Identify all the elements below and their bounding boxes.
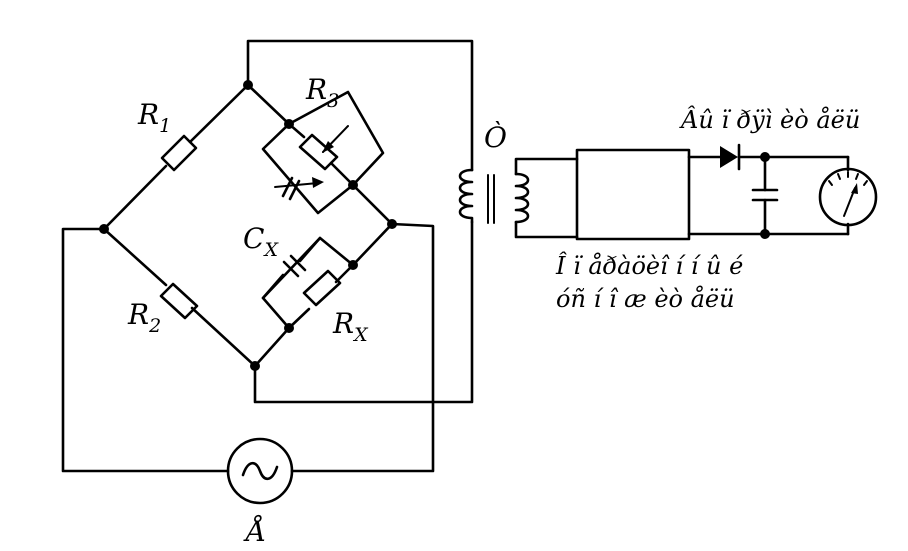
resistor-rx xyxy=(302,269,342,307)
wire-generator-right xyxy=(290,222,435,473)
sine-wave-icon xyxy=(241,461,279,481)
label-amplifier-line2: óñ í î æ èò åëü xyxy=(556,284,735,313)
capacitor-cx-plate-b xyxy=(289,254,307,272)
label-rectifier-meter: Âû ï ðÿì èò åëü xyxy=(679,105,860,134)
diode-icon xyxy=(720,146,738,168)
resistor-r3 xyxy=(298,133,339,171)
label-cx: CX xyxy=(243,222,279,261)
tuning-arrow-icon xyxy=(312,177,324,188)
capacitor-cx-plate-a xyxy=(282,260,300,278)
secondary-coil xyxy=(514,172,530,224)
wire-bottom xyxy=(253,220,474,404)
wire-generator-left xyxy=(61,227,230,473)
wire-top xyxy=(246,39,474,172)
label-r1: R1 xyxy=(137,98,171,137)
wire-sec-top xyxy=(514,157,579,176)
bridge-arm-r2 xyxy=(102,227,257,368)
resistor-r1 xyxy=(160,134,198,172)
label-amplifier-line1: Î ï åðàöèî í í û é xyxy=(555,251,743,280)
bridge-arm-r3 xyxy=(246,83,394,226)
ac-generator xyxy=(226,437,294,505)
label-r3: R3 xyxy=(305,73,339,112)
transformer xyxy=(458,168,530,224)
resistor-r2 xyxy=(159,282,199,320)
junction-dots xyxy=(99,80,770,371)
label-r2: R2 xyxy=(127,298,161,337)
wire-sec-bottom xyxy=(514,220,579,239)
capacitor-plate xyxy=(281,176,294,198)
amplifier-block xyxy=(575,148,691,241)
label-transformer: Ò xyxy=(484,120,507,154)
label-rx: RX xyxy=(332,307,369,346)
bridge-arm-r1 xyxy=(102,83,250,231)
label-generator: Å xyxy=(243,515,266,548)
meter-icon xyxy=(818,167,878,227)
primary-coil xyxy=(458,168,474,224)
